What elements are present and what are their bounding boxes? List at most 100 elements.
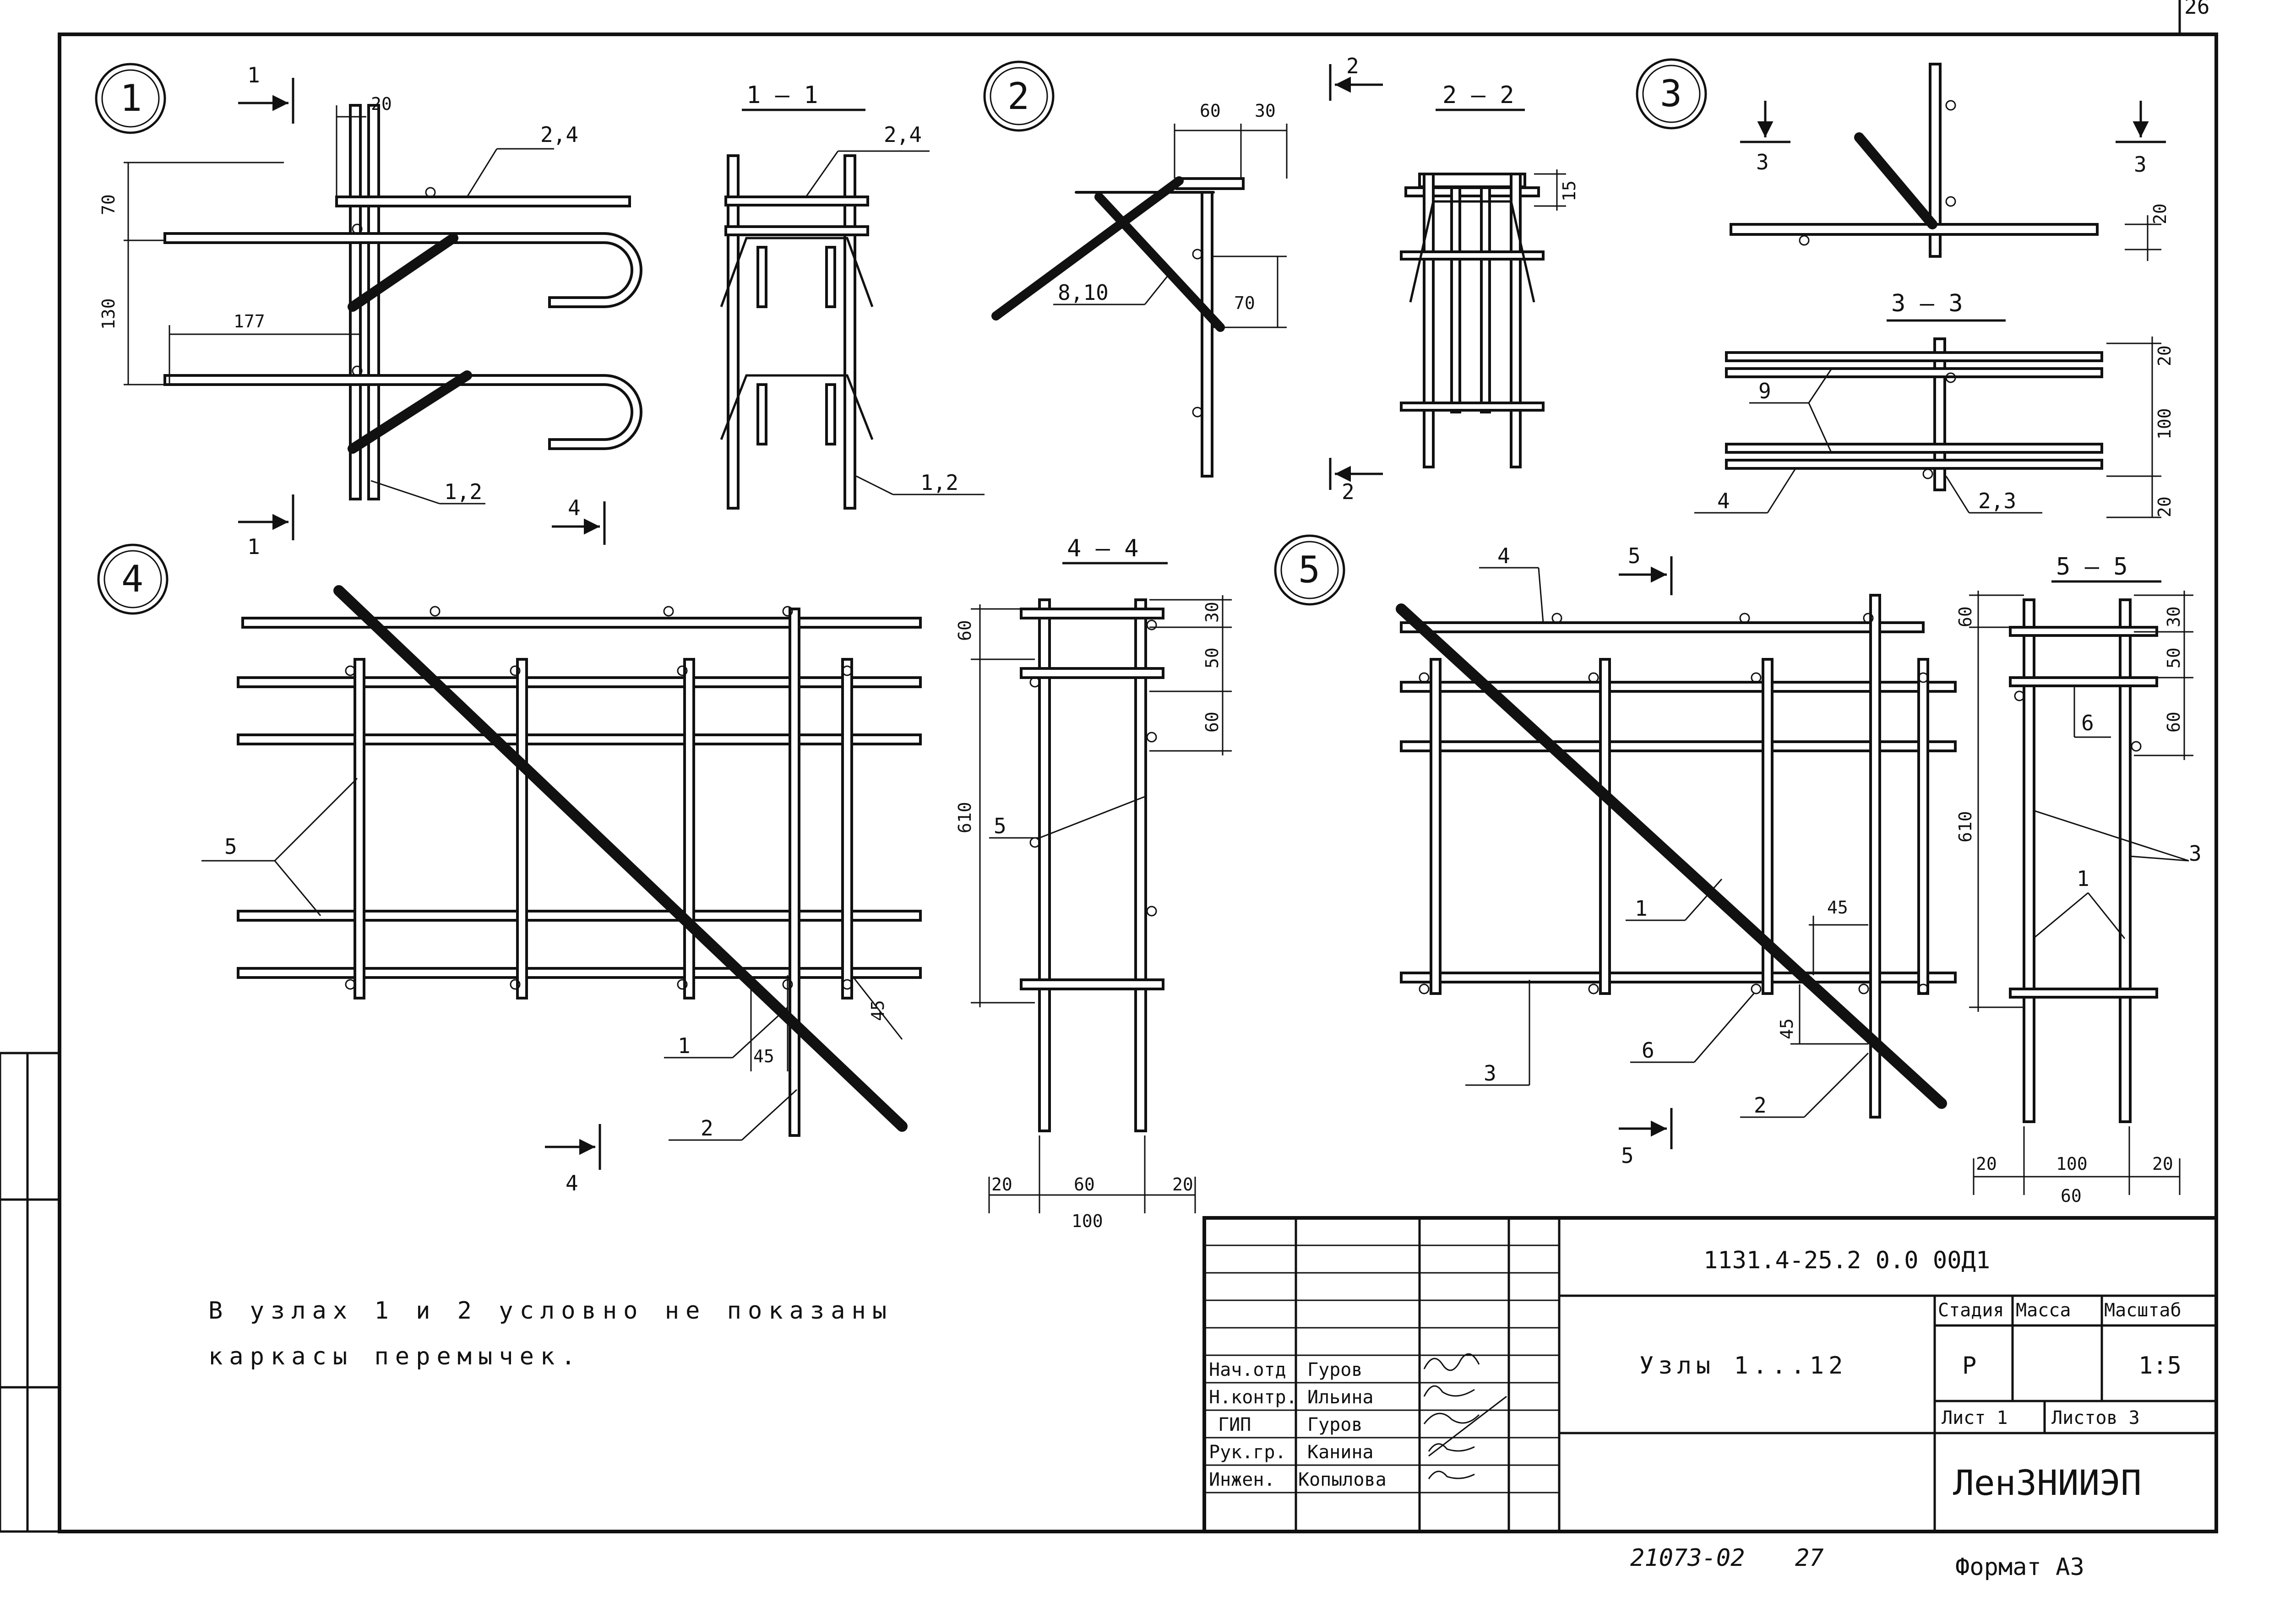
stage-header: Стадия bbox=[1938, 1300, 2004, 1321]
note: В узлах 1 и 2 условно не показаны каркас… bbox=[208, 1297, 893, 1370]
signature-row-1: Н.контр. Ильина bbox=[1209, 1387, 1374, 1408]
pos-12-n1: 1,2 bbox=[444, 479, 482, 504]
mass-header: Масса bbox=[2016, 1300, 2071, 1321]
dim-20-s33b: 20 bbox=[2154, 496, 2175, 517]
dim-130: 130 bbox=[98, 298, 119, 330]
section-5-5: 5 — 5 60 610 30 50 60 6 3 1 bbox=[1955, 553, 2202, 1206]
stage-value: Р bbox=[1962, 1352, 1976, 1380]
archive-number: 21073-02 bbox=[1630, 1544, 1745, 1572]
dim-610-s44: 610 bbox=[955, 802, 975, 833]
node-5-number: 5 bbox=[1298, 549, 1320, 591]
cut-5-top: 5 bbox=[1628, 543, 1641, 568]
dim-610-s55: 610 bbox=[1955, 811, 1975, 842]
node-5: 5 5 5 4 1 bbox=[1274, 534, 1957, 1168]
scale-header: Масштаб bbox=[2104, 1300, 2182, 1321]
node-2-number: 2 bbox=[1007, 75, 1029, 118]
sheet-frame: 26 bbox=[0, 0, 2218, 1533]
section-4-4-title: 4 — 4 bbox=[1067, 535, 1139, 562]
pos-2-n5: 2 bbox=[1754, 1093, 1767, 1118]
section-4-4: 4 — 4 60 610 30 50 60 5 20 60 bbox=[955, 535, 1232, 1231]
section-1-1-title: 1 — 1 bbox=[746, 81, 818, 109]
pos-3-s55: 3 bbox=[2189, 841, 2202, 866]
pos-3-n5: 3 bbox=[1484, 1061, 1496, 1086]
dim-45-n5a: 45 bbox=[1827, 897, 1848, 918]
sheet-format: Формат А3 bbox=[1955, 1553, 2084, 1581]
dim-70-n2: 70 bbox=[1234, 293, 1255, 313]
dim-60-s55a: 60 bbox=[1955, 606, 1975, 627]
dim-60-n2: 60 bbox=[1200, 101, 1221, 121]
cut-1-bottom: 1 bbox=[247, 534, 260, 559]
pos-5-n4: 5 bbox=[224, 834, 237, 859]
section-5-5-title: 5 — 5 bbox=[2056, 553, 2128, 581]
signature-row-3: Рук.гр. Канина bbox=[1209, 1442, 1374, 1463]
dim-50-s44: 50 bbox=[1202, 647, 1222, 668]
signature-role: ГИП bbox=[1218, 1414, 1251, 1435]
node-2: 2 2 2 60 30 70 8,10 bbox=[983, 54, 1383, 504]
cut-2-bottom: 2 bbox=[1342, 479, 1355, 504]
signature-role: Рук.гр. bbox=[1209, 1442, 1286, 1463]
pos-6-s55: 6 bbox=[2081, 711, 2094, 735]
cut-4-top: 4 bbox=[568, 495, 581, 520]
signature-row-4: Инжен. Копылова bbox=[1209, 1469, 1387, 1490]
pos-1-n5: 1 bbox=[1635, 896, 1648, 921]
pos-6-n5: 6 bbox=[1642, 1038, 1654, 1063]
title-block: Нач.отд Гуров Н.контр. Ильина ГИП Гуров … bbox=[1202, 1216, 2218, 1533]
dim-100-s44: 100 bbox=[1072, 1211, 1103, 1231]
corner-number: 26 bbox=[2184, 0, 2209, 19]
dim-20-s33a: 20 bbox=[2154, 345, 2175, 366]
dim-20-s44b: 20 bbox=[1172, 1174, 1193, 1195]
dim-70: 70 bbox=[98, 194, 119, 215]
dim-30-s44: 30 bbox=[1202, 602, 1222, 623]
node-4-number: 4 bbox=[121, 558, 143, 600]
pos-4-n5: 4 bbox=[1497, 543, 1510, 568]
dim-177: 177 bbox=[234, 311, 265, 331]
sheet-number: Лист 1 bbox=[1942, 1407, 2008, 1428]
dim-45-n5b: 45 bbox=[1777, 1018, 1797, 1039]
note-line-1: В узлах 1 и 2 условно не показаны bbox=[208, 1297, 893, 1325]
node-1-number: 1 bbox=[120, 77, 142, 119]
dim-30-s55: 30 bbox=[2164, 606, 2184, 627]
signature-role: Инжен. bbox=[1209, 1469, 1275, 1490]
signature-name: Ильина bbox=[1307, 1387, 1374, 1408]
signature-name: Канина bbox=[1307, 1442, 1374, 1463]
pos-24-s11: 2,4 bbox=[884, 122, 922, 147]
section-1-1: 1 — 1 1,2 2,4 bbox=[720, 81, 985, 510]
dim-60-s44b: 60 bbox=[1202, 712, 1222, 733]
cut-3-left: 3 bbox=[1756, 150, 1769, 174]
pos-4-s33: 4 bbox=[1717, 489, 1730, 513]
node-3: 3 3 3 20 bbox=[1636, 58, 2170, 261]
dim-60-s55b: 60 bbox=[2164, 712, 2184, 733]
pos-12-s11: 1,2 bbox=[920, 470, 958, 495]
signature-row-2: ГИП Гуров bbox=[1218, 1414, 1362, 1435]
dim-60-s44a: 60 bbox=[955, 620, 975, 641]
dim-20-n1: 20 bbox=[371, 94, 392, 114]
pos-1-n4: 1 bbox=[678, 1033, 691, 1058]
pos-1-s55: 1 bbox=[2077, 866, 2089, 891]
cut-4-bottom: 4 bbox=[566, 1171, 578, 1195]
cut-2-top: 2 bbox=[1346, 54, 1359, 78]
dim-20-s55a: 20 bbox=[1976, 1154, 1997, 1174]
org-name: ЛенЗНИИЭП bbox=[1953, 1462, 2142, 1503]
dim-30-n2: 30 bbox=[1255, 101, 1276, 121]
pos-810: 8,10 bbox=[1058, 280, 1109, 305]
cut-3-right: 3 bbox=[2134, 152, 2147, 177]
section-3-3: 3 — 3 20 100 20 9 4 2,3 bbox=[1694, 290, 2175, 518]
cut-1-top: 1 bbox=[247, 63, 260, 87]
section-2-2-title: 2 — 2 bbox=[1442, 81, 1514, 109]
page-number: 27 bbox=[1795, 1544, 1824, 1572]
pos-2-n4: 2 bbox=[701, 1116, 713, 1141]
sheet-title: Узлы 1...12 bbox=[1639, 1352, 1847, 1380]
dim-100-s55: 100 bbox=[2056, 1154, 2088, 1174]
signature-name: Гуров bbox=[1307, 1414, 1362, 1435]
dim-45-n4b: 45 bbox=[868, 1000, 888, 1021]
node-3-number: 3 bbox=[1660, 72, 1682, 115]
signature-role: Н.контр. bbox=[1209, 1387, 1297, 1408]
note-line-2: каркасы перемычек. bbox=[208, 1343, 582, 1370]
section-3-3-title: 3 — 3 bbox=[1891, 290, 1963, 317]
dim-20-s44a: 20 bbox=[991, 1174, 1012, 1195]
node-4: 4 4 5 1 bbox=[97, 543, 922, 1195]
signature-role: Нач.отд bbox=[1209, 1359, 1286, 1380]
pos-5-s44: 5 bbox=[994, 814, 1006, 838]
dim-50-s55: 50 bbox=[2164, 647, 2184, 668]
dim-45-n4a: 45 bbox=[753, 1046, 774, 1066]
